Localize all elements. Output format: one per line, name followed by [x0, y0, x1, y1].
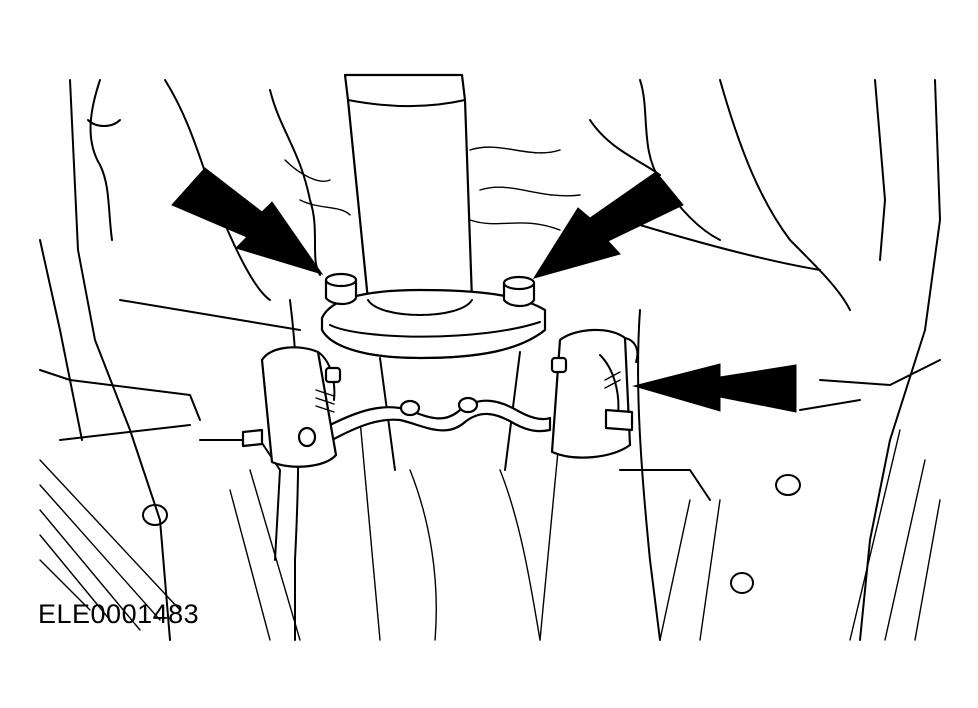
callout-arrow-left — [171, 167, 324, 275]
exhaust-front-pipe — [343, 73, 474, 302]
figure-code-label: ELE0001483 — [38, 599, 200, 629]
flange-bolt-left — [324, 272, 358, 306]
rubber-insulator-left — [241, 346, 342, 468]
rubber-insulator-right — [550, 328, 639, 459]
hanger-bracket — [328, 396, 552, 442]
exhaust-flange — [320, 288, 547, 360]
callout-arrow-right — [632, 363, 797, 413]
floor-pan-outline — [39, 79, 941, 641]
callout-arrow-middle — [532, 171, 684, 279]
flange-bolt-right — [502, 275, 536, 308]
